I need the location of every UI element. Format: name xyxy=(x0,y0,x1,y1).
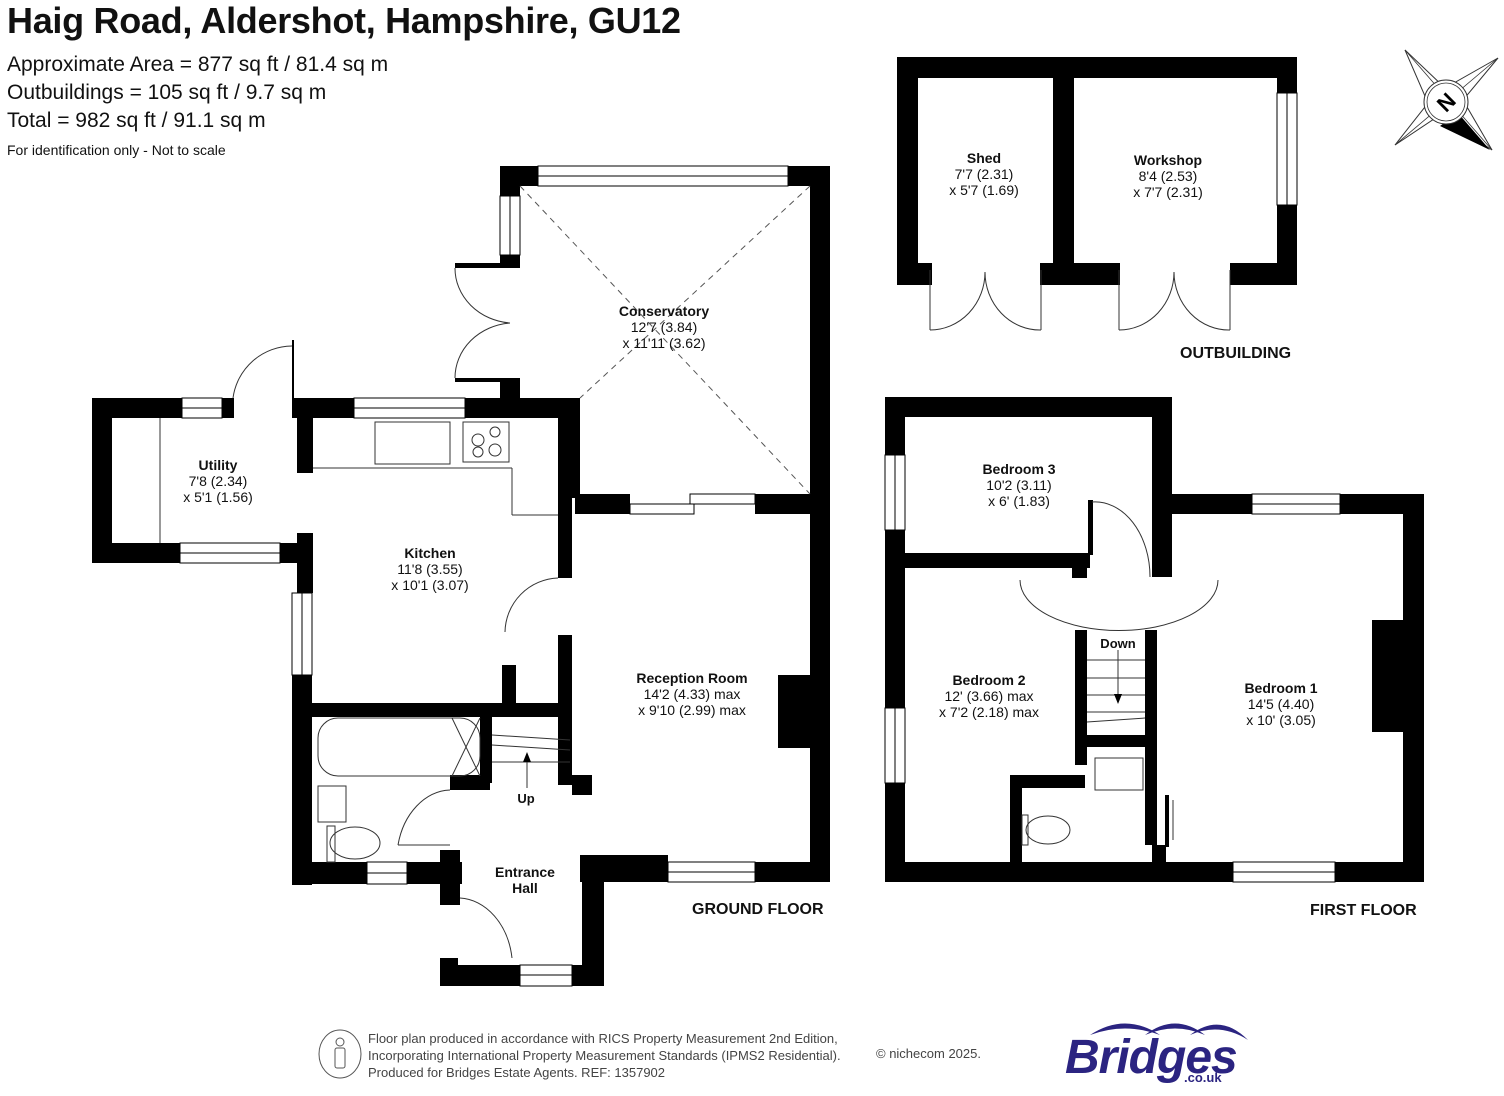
first-floor-walls xyxy=(885,397,1424,882)
room-entrance-hall: Entrance Hall xyxy=(495,864,555,896)
room-shed: Shed 7'7 (2.31) x 5'7 (1.69) xyxy=(949,150,1019,198)
room-bedroom-1: Bedroom 1 14'5 (4.40) x 10' (3.05) xyxy=(1244,680,1318,728)
ground-floor-walls xyxy=(92,166,830,986)
bridges-logo: Bridges .co.uk xyxy=(1065,1018,1250,1088)
compass-icon: N xyxy=(1394,49,1499,151)
page-title: Haig Road, Aldershot, Hampshire, GU12 xyxy=(7,0,681,41)
footer-disclaimer: Floor plan produced in accordance with R… xyxy=(368,1031,841,1080)
outbuilding-walls xyxy=(897,57,1297,285)
room-bedroom-3: Bedroom 3 10'2 (3.11) x 6' (1.83) xyxy=(982,461,1056,509)
bridges-logo-arcs xyxy=(1090,1023,1248,1040)
logo-wordmark: Bridges xyxy=(1065,1031,1238,1084)
total-area: Total = 982 sq ft / 91.1 sq m xyxy=(7,109,266,132)
room-conservatory: Conservatory 12'7 (3.84) x 11'11 (3.62) xyxy=(618,303,710,351)
room-kitchen: Kitchen 11'8 (3.55) x 10'1 (3.07) xyxy=(391,545,469,593)
stairs-down-label: Down xyxy=(1100,636,1136,651)
approximate-area: Approximate Area = 877 sq ft / 81.4 sq m xyxy=(7,53,389,76)
room-bedroom-2: Bedroom 2 12' (3.66) max x 7'2 (2.18) ma… xyxy=(939,672,1039,720)
disclaimer-note: For identification only - Not to scale xyxy=(7,142,226,158)
room-reception: Reception Room 14'2 (4.33) max x 9'10 (2… xyxy=(636,670,748,718)
first-floor-label: FIRST FLOOR xyxy=(1310,902,1417,919)
copyright-text: © nichecom 2025. xyxy=(876,1046,981,1061)
stairs-up-label: Up xyxy=(517,791,535,806)
ground-floor-label: GROUND FLOOR xyxy=(692,901,824,918)
person-info-icon xyxy=(318,1029,362,1079)
outbuilding-label: OUTBUILDING xyxy=(1180,345,1292,362)
room-workshop: Workshop 8'4 (2.53) x 7'7 (2.31) xyxy=(1133,152,1203,200)
logo-domain: .co.uk xyxy=(1184,1070,1222,1085)
room-utility: Utility 7'8 (2.34) x 5'1 (1.56) xyxy=(183,457,253,505)
outbuildings-area: Outbuildings = 105 sq ft / 9.7 sq m xyxy=(7,81,327,104)
